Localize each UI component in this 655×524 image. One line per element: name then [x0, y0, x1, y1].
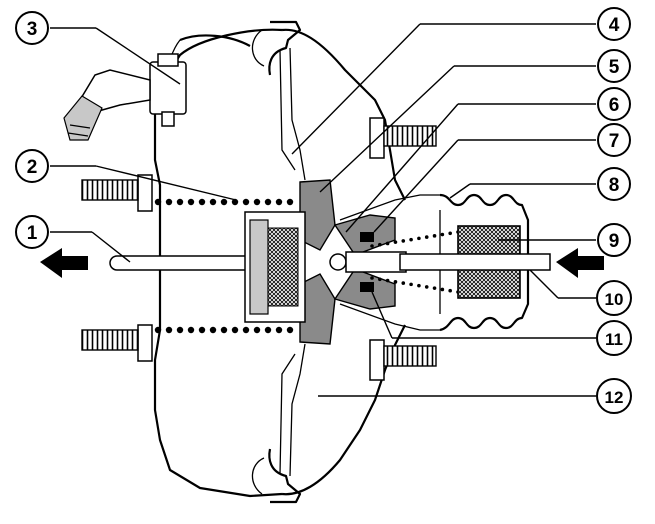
spring-dot	[286, 326, 294, 334]
front-mounting-stud-bottom	[81, 324, 153, 362]
callout-10: 10	[596, 280, 632, 316]
rear-mounting-stud-bottom	[369, 339, 437, 381]
callout-9: 9	[597, 223, 631, 257]
spring-dot	[286, 198, 294, 206]
return-spring	[154, 198, 294, 334]
callout-label: 9	[609, 231, 620, 252]
callout-label: 2	[27, 157, 38, 178]
valve-spring-dot	[432, 234, 437, 238]
spring-dot	[220, 198, 228, 206]
valve-spring-dot	[424, 235, 429, 239]
spring-dot	[275, 326, 283, 334]
valve-spring-dot	[370, 276, 374, 280]
callout-label: 3	[27, 19, 38, 40]
callout-7: 7	[597, 123, 631, 157]
valve-spring-dot	[401, 281, 406, 285]
spring-dot	[264, 326, 272, 334]
valve-spring-dot	[448, 231, 452, 236]
valve-spring-dot	[393, 240, 398, 244]
spring-dot	[187, 326, 195, 334]
front-mounting-stud-top	[81, 174, 153, 212]
valve-spring-dot	[440, 287, 445, 292]
valve-spring-dot	[424, 285, 429, 289]
spring-dot	[165, 326, 173, 334]
callout-12: 12	[596, 378, 632, 414]
diaphragm-plate	[244, 179, 336, 345]
spring-dot	[187, 198, 195, 206]
valve-spring-dot	[385, 278, 390, 283]
valve-spring-dot	[417, 236, 421, 241]
valve-spring-dot	[370, 244, 374, 248]
valve-spring-dot	[409, 237, 413, 242]
spring-dot	[176, 198, 184, 206]
callout-label: 8	[609, 175, 620, 196]
valve-spring-dot	[378, 242, 382, 247]
callout-11: 11	[596, 320, 632, 356]
valve-spring-dot	[417, 283, 421, 288]
callout-label: 7	[609, 131, 620, 152]
callout-label: 10	[605, 290, 624, 309]
spring-dot	[253, 326, 261, 334]
valve-spring-dot	[378, 277, 382, 282]
callout-label: 4	[609, 15, 620, 36]
valve-spring-dot	[448, 288, 452, 293]
booster-housing	[153, 20, 406, 504]
callout-6: 6	[597, 87, 631, 121]
spring-dot	[220, 326, 228, 334]
valve-spring-dot	[393, 280, 398, 284]
leader-lines	[50, 23, 596, 397]
valve-spring-dot	[401, 239, 406, 243]
arrow-left-icon	[40, 248, 88, 278]
callout-5: 5	[597, 49, 631, 83]
vacuum-check-valve	[63, 34, 251, 141]
callout-3: 3	[15, 11, 49, 45]
valve-spring-dot	[409, 282, 413, 287]
spring-dot	[198, 326, 206, 334]
spring-dot	[242, 198, 250, 206]
spring-dot	[165, 198, 173, 206]
spring-dot	[209, 198, 217, 206]
callout-label: 5	[609, 57, 620, 78]
callout-8: 8	[597, 167, 631, 201]
callout-4: 4	[597, 7, 631, 41]
valve-spring-dot	[432, 286, 437, 290]
spring-dot	[176, 326, 184, 334]
valve-spring-dot	[440, 232, 445, 237]
callout-2: 2	[15, 149, 49, 183]
spring-dot	[154, 198, 162, 206]
spring-dot	[242, 326, 250, 334]
valve-push-rod	[399, 253, 551, 271]
spring-dot	[231, 198, 239, 206]
spring-dot	[253, 198, 261, 206]
arrow-left-input-icon	[556, 248, 604, 278]
spring-dot	[198, 198, 206, 206]
spring-dot	[231, 326, 239, 334]
callout-label: 1	[27, 223, 38, 244]
callout-1: 1	[15, 215, 49, 249]
spring-dot	[209, 326, 217, 334]
rear-mounting-stud-top	[369, 117, 437, 159]
callout-label: 12	[605, 388, 624, 407]
callout-label: 6	[609, 95, 620, 116]
spring-dot	[154, 326, 162, 334]
spring-dot	[275, 198, 283, 206]
spring-dot	[264, 198, 272, 206]
callout-label: 11	[605, 330, 623, 349]
valve-spring-dot	[385, 241, 390, 246]
